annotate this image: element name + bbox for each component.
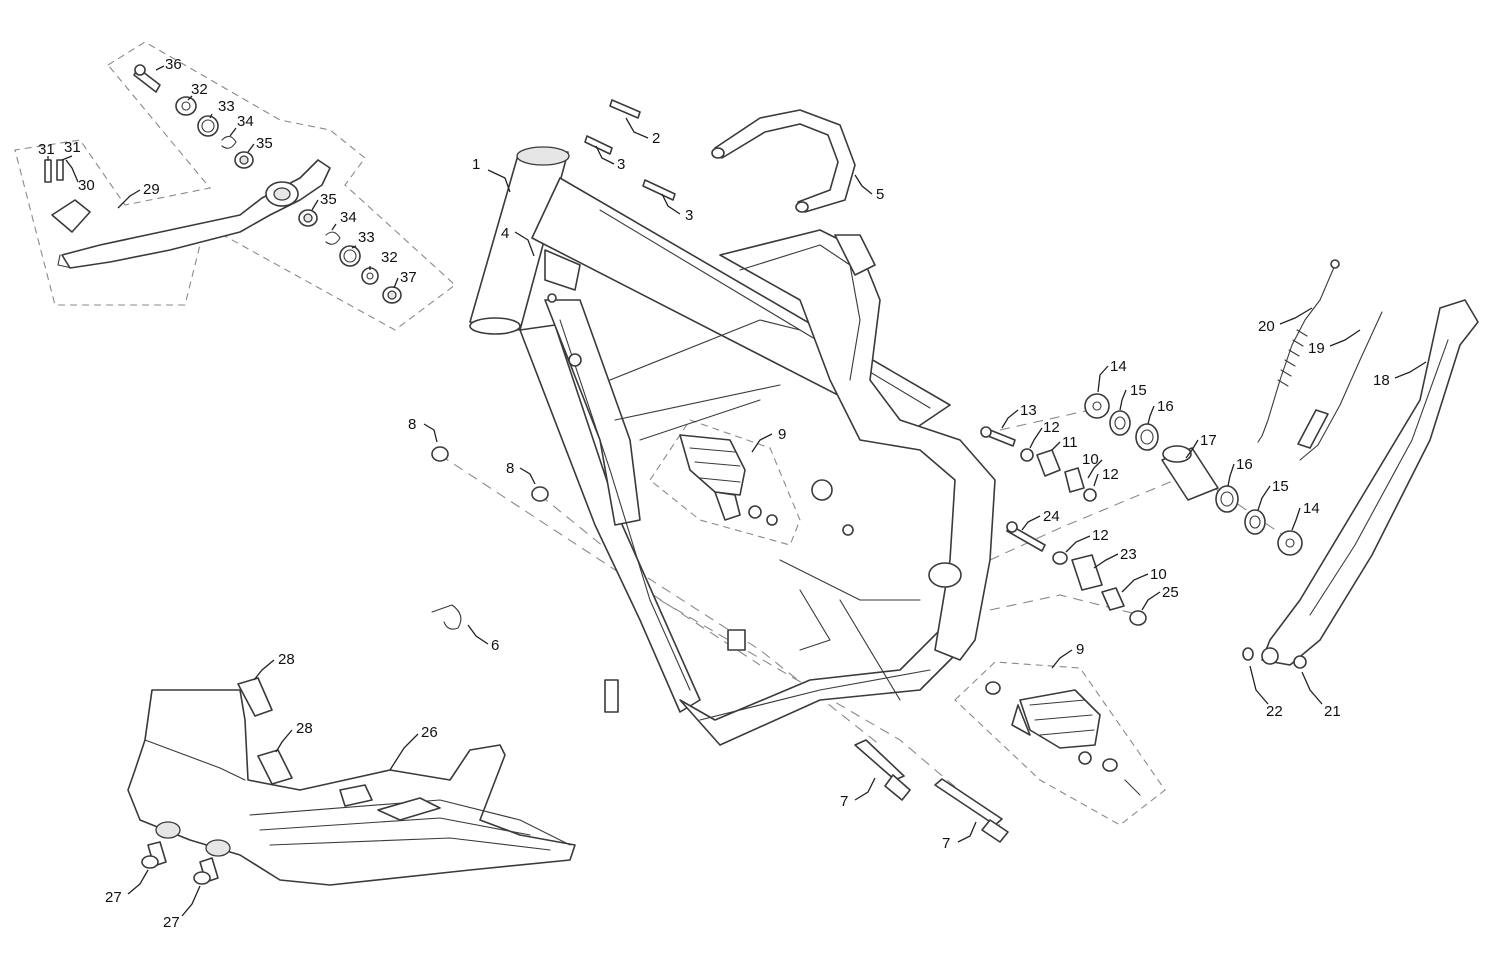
callout-37: 37 — [400, 269, 417, 286]
skid-plate-brackets — [237, 677, 293, 785]
callout-12: 12 — [1092, 527, 1109, 544]
callout-20: 20 — [1258, 318, 1275, 335]
callout-11: 11 — [1062, 434, 1078, 451]
callout-1: 1 — [472, 156, 480, 173]
callout-32: 32 — [191, 81, 208, 98]
callout-15: 15 — [1130, 382, 1147, 399]
side-stand-assembly — [1242, 259, 1479, 669]
swingarm-bolts — [854, 739, 1009, 843]
footrest-left-group-box — [649, 419, 801, 546]
callout-28: 28 — [296, 720, 313, 737]
callout-12: 12 — [1043, 419, 1060, 436]
callout-25: 25 — [1162, 584, 1179, 601]
callout-3: 3 — [685, 207, 693, 224]
callout-33: 33 — [218, 98, 235, 115]
callout-35: 35 — [256, 135, 273, 152]
callout-7: 7 — [840, 793, 848, 810]
callout-2: 2 — [652, 130, 660, 147]
callout-12: 12 — [1102, 466, 1119, 483]
main-frame — [469, 146, 996, 746]
callout-17: 17 — [1200, 432, 1217, 449]
callout-9: 9 — [778, 426, 786, 443]
callout-31: 31 — [64, 139, 81, 156]
skid-plate-bolts — [141, 841, 219, 885]
brake-pedal-assembly — [44, 64, 402, 304]
callout-9: 9 — [1076, 641, 1084, 658]
callout-30: 30 — [78, 177, 95, 194]
callout-14: 14 — [1303, 500, 1320, 517]
callout-36: 36 — [165, 56, 182, 73]
callout-24: 24 — [1043, 508, 1060, 525]
callout-4: 4 — [501, 225, 509, 242]
callout-8: 8 — [408, 416, 416, 433]
callout-19: 19 — [1308, 340, 1325, 357]
spring-clip — [431, 604, 462, 630]
callout-33: 33 — [358, 229, 375, 246]
callout-34: 34 — [340, 209, 357, 226]
frame-handle-tube — [711, 109, 856, 213]
callout-7: 7 — [942, 835, 950, 852]
callout-16: 16 — [1236, 456, 1253, 473]
callout-29: 29 — [143, 181, 160, 198]
callout-26: 26 — [421, 724, 438, 741]
skid-plate — [127, 689, 576, 886]
footrest-right-group-box — [954, 661, 1166, 826]
callout-35: 35 — [320, 191, 337, 208]
brake-pedal-group-box — [14, 41, 456, 331]
callout-labels: 1 2 3 3 4 5 6 7 7 8 8 9 9 10 10 11 12 12… — [38, 56, 1390, 931]
footrest-right — [985, 681, 1141, 796]
callout-32: 32 — [381, 249, 398, 266]
callout-31: 31 — [38, 141, 55, 158]
leader-lines — [47, 65, 1427, 917]
callout-13: 13 — [1020, 402, 1037, 419]
assembly-guide-lines — [439, 409, 1291, 826]
callout-16: 16 — [1157, 398, 1174, 415]
callout-27: 27 — [105, 889, 122, 906]
callout-14: 14 — [1110, 358, 1127, 375]
linkage-hardware — [980, 393, 1303, 626]
callout-23: 23 — [1120, 546, 1137, 563]
callout-10: 10 — [1082, 451, 1099, 468]
callout-28: 28 — [278, 651, 295, 668]
callout-10: 10 — [1150, 566, 1167, 583]
callout-3: 3 — [617, 156, 625, 173]
frame-nuts — [431, 446, 549, 502]
callout-22: 22 — [1266, 703, 1283, 720]
callout-6: 6 — [491, 637, 499, 654]
callout-15: 15 — [1272, 478, 1289, 495]
callout-18: 18 — [1373, 372, 1390, 389]
cable-clips — [584, 99, 676, 201]
callout-21: 21 — [1324, 703, 1341, 720]
callout-8: 8 — [506, 460, 514, 477]
callout-27: 27 — [163, 914, 180, 931]
callout-5: 5 — [876, 186, 884, 203]
footrest-left — [679, 434, 778, 526]
callout-34: 34 — [237, 113, 254, 130]
